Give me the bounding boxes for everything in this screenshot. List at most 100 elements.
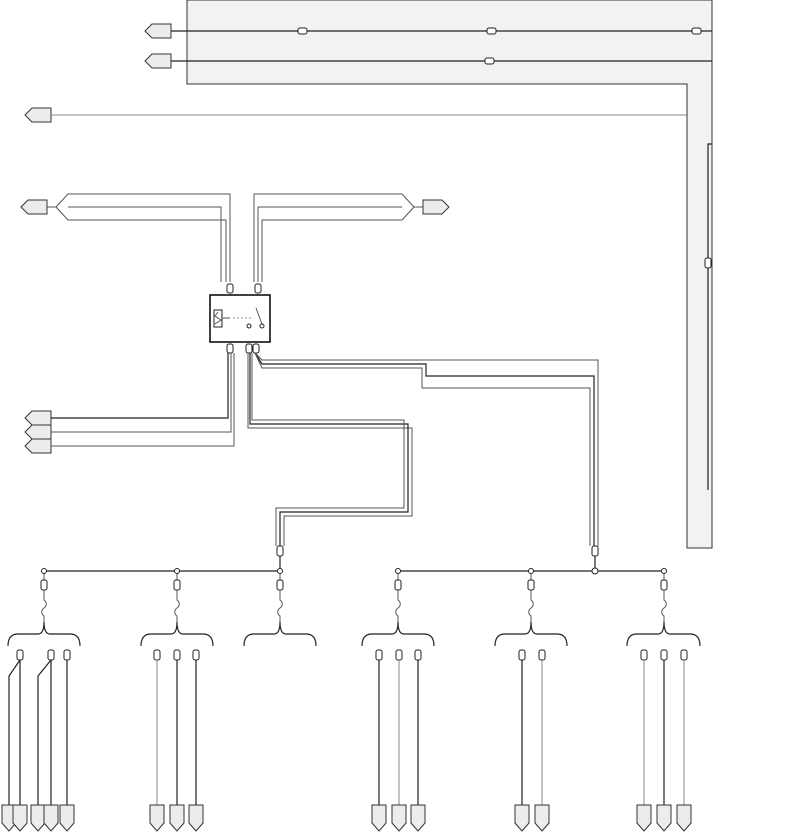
end-connector-tag[interactable] xyxy=(59,804,75,832)
connector-tag-top-1[interactable] xyxy=(144,23,172,39)
bundle-left xyxy=(47,193,231,282)
bus-junction xyxy=(591,567,599,575)
harness-brace xyxy=(243,621,317,647)
connector-tag-right-bundle[interactable] xyxy=(422,199,450,215)
wire-loop-icon xyxy=(661,590,667,622)
bundle-down-c xyxy=(251,353,405,546)
branch-output-wire xyxy=(37,659,52,805)
inline-connector[interactable] xyxy=(691,27,702,35)
harness-panel xyxy=(186,0,713,549)
relay-coil-zigzag xyxy=(214,311,222,325)
relay-switch-contact xyxy=(259,323,265,329)
end-connector-tag[interactable] xyxy=(169,804,185,832)
inline-connector[interactable] xyxy=(486,27,497,35)
harness-brace xyxy=(7,621,81,647)
branch-connector[interactable] xyxy=(527,579,535,591)
bundle-to-left-bus xyxy=(247,353,413,546)
bundle-right-a xyxy=(254,352,599,546)
wire-terminal[interactable] xyxy=(660,649,668,661)
wire-terminal[interactable] xyxy=(63,649,71,661)
branch-connector[interactable] xyxy=(276,579,284,591)
relay-center-contact xyxy=(246,323,252,329)
inline-connector[interactable] xyxy=(704,257,712,269)
end-connector-tag[interactable] xyxy=(43,804,59,832)
bus-system xyxy=(1,567,701,832)
relay-switch-icon xyxy=(255,307,263,325)
connector-tag-left-bundle[interactable] xyxy=(20,199,48,215)
branch-connector[interactable] xyxy=(173,579,181,591)
wire-terminal[interactable] xyxy=(518,649,526,661)
end-connector-tag[interactable] xyxy=(371,804,387,832)
end-connector-tag[interactable] xyxy=(391,804,407,832)
end-connector-tag[interactable] xyxy=(534,804,550,832)
bundle-to-right-bus xyxy=(254,352,599,546)
connector-tag-top-2[interactable] xyxy=(144,53,172,69)
harness-brace xyxy=(494,621,568,647)
bundle-left-mid xyxy=(68,206,222,282)
bus-splice-left[interactable] xyxy=(276,545,284,557)
wire-terminal[interactable] xyxy=(375,649,383,661)
inline-connector[interactable] xyxy=(484,57,495,65)
harness-brace xyxy=(361,621,435,647)
right-column-wire xyxy=(707,143,712,490)
bus-node xyxy=(41,568,47,574)
bus-splice-right[interactable] xyxy=(591,545,599,557)
wire-loop-icon xyxy=(41,590,47,622)
wire-terminal[interactable] xyxy=(538,649,546,661)
relay-pin-top-1[interactable] xyxy=(226,283,234,294)
bundle-down-b xyxy=(249,353,409,546)
wire-loop-icon xyxy=(528,590,534,622)
inline-connector[interactable] xyxy=(297,27,308,35)
connector-tag-left-2[interactable] xyxy=(24,424,52,440)
bundle-left-inner xyxy=(55,206,227,282)
end-connector-tag[interactable] xyxy=(30,804,46,832)
harness-brace xyxy=(626,621,701,647)
wire-loop-icon xyxy=(174,590,180,622)
wire-terminal[interactable] xyxy=(173,649,181,661)
relay-pin-bottom-3[interactable] xyxy=(252,343,260,354)
harness-brace xyxy=(140,621,214,647)
branch-connector[interactable] xyxy=(394,579,402,591)
end-connector-tag[interactable] xyxy=(149,804,165,832)
wire-terminal[interactable] xyxy=(640,649,648,661)
relay-pin-top-2[interactable] xyxy=(254,283,262,294)
branch-connector[interactable] xyxy=(660,579,668,591)
end-connector-tag[interactable] xyxy=(514,804,530,832)
connector-tag-mid-1[interactable] xyxy=(24,107,52,123)
bus-node xyxy=(174,568,180,574)
wire-terminal[interactable] xyxy=(16,649,24,661)
top-wire-group xyxy=(144,23,712,69)
bus-node xyxy=(395,568,401,574)
connector-tag-left-1[interactable] xyxy=(24,410,52,426)
bundle-right-mid xyxy=(257,206,402,282)
connector-tag-left-3[interactable] xyxy=(24,438,52,454)
relay-pin-bottom-1[interactable] xyxy=(226,343,234,354)
wire-terminal[interactable] xyxy=(680,649,688,661)
relay-out-1 xyxy=(51,353,229,419)
branch-connector[interactable] xyxy=(40,579,48,591)
bundle-right xyxy=(253,193,423,282)
bus-node xyxy=(661,568,667,574)
wire-terminal[interactable] xyxy=(192,649,200,661)
relay-input-bundles xyxy=(20,193,450,282)
end-connector-tag[interactable] xyxy=(636,804,652,832)
end-connector-tag[interactable] xyxy=(12,804,28,832)
wire-terminal[interactable] xyxy=(153,649,161,661)
wire-terminal[interactable] xyxy=(47,649,55,661)
right-column-wire-group xyxy=(24,107,712,490)
relay-out-2 xyxy=(51,353,232,433)
relay-left-outputs xyxy=(24,353,235,454)
wire-terminal[interactable] xyxy=(395,649,403,661)
relay[interactable] xyxy=(209,283,271,354)
end-connector-tag[interactable] xyxy=(676,804,692,832)
end-connector-tag[interactable] xyxy=(656,804,672,832)
bus-node xyxy=(528,568,534,574)
relay-out-3 xyxy=(51,353,235,447)
relay-pin-bottom-2[interactable] xyxy=(245,343,253,354)
wire-terminal[interactable] xyxy=(414,649,422,661)
end-connector-tag[interactable] xyxy=(410,804,426,832)
wire-loop-icon xyxy=(395,590,401,622)
bundle-right-c xyxy=(254,352,591,546)
end-connector-tag[interactable] xyxy=(188,804,204,832)
